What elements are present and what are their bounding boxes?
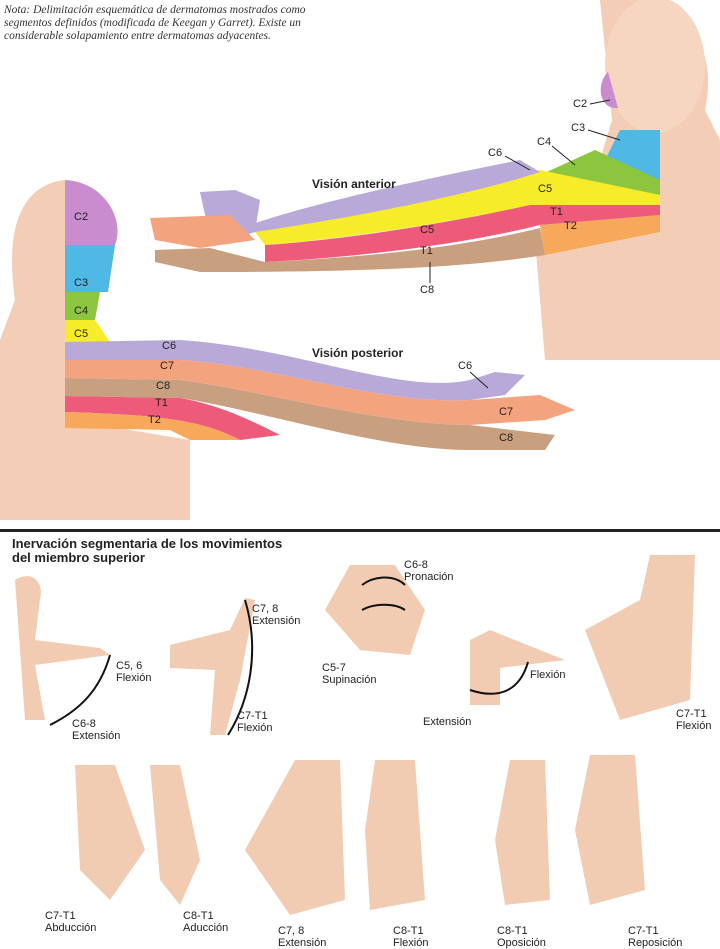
posterior-view-title: Visión posterior xyxy=(312,346,404,360)
dermatome-C8-anterior xyxy=(155,228,545,272)
dermatome-C4-anterior xyxy=(540,150,660,195)
dermatome-C2-posterior xyxy=(65,180,118,245)
label-posterior-c2: C2 xyxy=(74,211,89,223)
movement-shoulder-flexion: Flexión xyxy=(530,669,566,681)
label-posterior-t1: T1 xyxy=(155,397,168,409)
movement-arrows xyxy=(49,576,529,736)
label-anterior-c3: C3 xyxy=(571,122,586,134)
face xyxy=(605,0,705,133)
label-posterior-c6: C6 xyxy=(162,340,177,352)
dermatome-C6-posterior xyxy=(65,340,525,401)
dermatome-C8-posterior xyxy=(65,378,555,450)
dermatome-C5-anterior xyxy=(255,170,660,245)
label-posterior-c5: C5 xyxy=(74,328,89,340)
label-anterior-t1-arm: T1 xyxy=(420,245,433,257)
label-anterior-c6: C6 xyxy=(488,147,503,159)
label-anterior-c4: C4 xyxy=(537,136,552,148)
label-posterior-c8: C8 xyxy=(156,380,171,392)
movement-illustrations xyxy=(15,555,695,915)
dermatome-C4-posterior xyxy=(65,292,100,320)
dermatome-T2-anterior xyxy=(540,215,660,255)
label-posterior-c4: C4 xyxy=(74,305,89,317)
hand-anterior-C7 xyxy=(150,215,255,248)
movement-shoulder-extension: Extensión xyxy=(423,716,472,728)
label-posterior-c7-hand: C7 xyxy=(499,406,514,418)
label-posterior-c6-hand: C6 xyxy=(458,360,473,372)
anterior-figure xyxy=(150,0,720,360)
label-anterior-c5-shoulder: C5 xyxy=(538,183,553,195)
dermatome-C7-posterior xyxy=(65,360,575,425)
movements-title: Inervación segmentaria de los movimiento… xyxy=(12,537,282,565)
dermatome-T1-anterior xyxy=(265,205,660,262)
posterior-figure xyxy=(0,180,575,520)
label-anterior-c5-arm: C5 xyxy=(420,224,435,236)
label-posterior-c7: C7 xyxy=(160,360,175,372)
dermatome-T1-posterior xyxy=(65,396,280,440)
dermatome-C5-posterior xyxy=(65,320,110,342)
label-anterior-c2: C2 xyxy=(573,98,588,110)
movements-title-line2: del miembro superior xyxy=(12,550,145,565)
label-posterior-c3: C3 xyxy=(74,277,89,289)
dermatome-T2-posterior xyxy=(65,412,240,440)
label-anterior-c8: C8 xyxy=(420,284,435,296)
dermatome-C3-posterior xyxy=(65,245,115,292)
label-posterior-t2: T2 xyxy=(148,414,161,426)
dermatome-C6-anterior xyxy=(230,160,540,232)
label-posterior-c8-hand: C8 xyxy=(499,432,514,444)
label-anterior-t2: T2 xyxy=(564,220,577,232)
movements-title-line1: Inervación segmentaria de los movimiento… xyxy=(12,536,283,551)
section-divider xyxy=(0,529,720,532)
anterior-view-title: Visión anterior xyxy=(312,177,396,191)
dermatome-C2-anterior xyxy=(600,72,618,109)
note-text: Nota: Delimitación esquemática de dermat… xyxy=(4,4,306,42)
label-anterior-t1-shoulder: T1 xyxy=(550,206,563,218)
